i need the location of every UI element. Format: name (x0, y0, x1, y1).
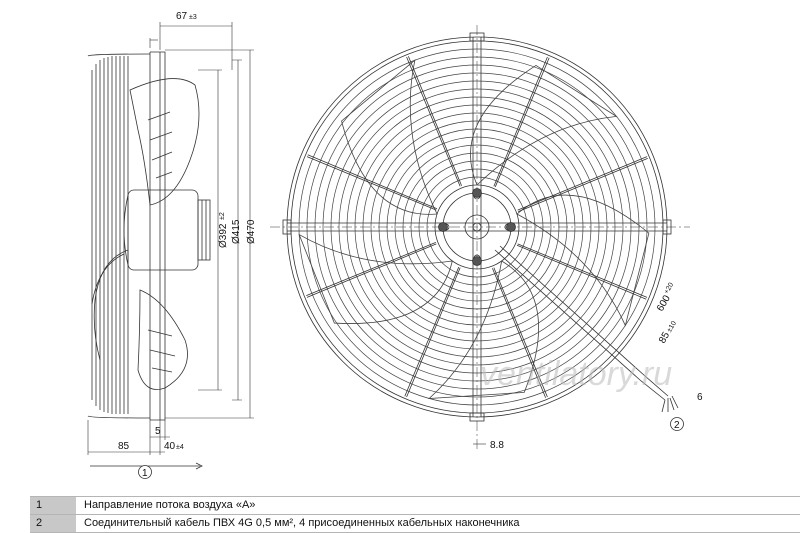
legend-text: Направление потока воздуха «А» (76, 497, 800, 514)
guard-ring (354, 104, 600, 350)
front-view (270, 25, 690, 450)
guard-ring (402, 152, 552, 302)
guard-ring (394, 144, 560, 310)
guard-ring (378, 128, 576, 326)
guard-ring (370, 120, 584, 334)
guard-spoke (406, 56, 461, 187)
fan-blade (428, 260, 540, 399)
guard-spoke (493, 56, 548, 187)
guard-ring (386, 136, 568, 318)
guard-spoke (404, 266, 460, 397)
guard-spoke (517, 156, 648, 211)
callout-1-circle (138, 465, 152, 479)
guard-ring (418, 168, 536, 286)
dim-d470: Ø470 (246, 219, 257, 244)
legend-row: 1 Направление потока воздуха «А» (30, 497, 800, 515)
dim-85-cable-tol: ±10 (666, 320, 678, 334)
dim-40: 40 (164, 441, 176, 452)
dim-67-tol: ±3 (189, 14, 197, 21)
guard-ring (338, 88, 616, 366)
dim-5: 5 (155, 426, 161, 437)
guard-spoke (517, 243, 648, 298)
callout-2: 2 (674, 420, 680, 431)
fan-blade (341, 59, 438, 215)
guard-spoke (518, 158, 648, 212)
guard-spoke (306, 156, 437, 211)
guard-ring (362, 112, 592, 342)
fan-blade (298, 233, 453, 324)
dim-8-8: 8.8 (490, 440, 504, 451)
dim-6: 6 (697, 392, 703, 403)
dim-d415: Ø415 (231, 219, 242, 244)
guard-spoke (494, 57, 550, 188)
dim-600-tol: +20 (663, 282, 675, 296)
fan-blade (516, 194, 650, 327)
guard-ring (314, 64, 640, 390)
legend-number: 2 (30, 515, 76, 532)
guard-spoke (306, 243, 437, 298)
dim-67: 67 (176, 11, 188, 22)
guard-spoke (492, 268, 546, 398)
dim-d392-tol: ±2 (219, 212, 226, 220)
guard-spoke (493, 267, 548, 398)
fan-technical-drawing: 67 ±3 Ø392 ±2 Ø415 Ø470 85 5 40 ±4 8.8 6… (87, 11, 703, 479)
legend-text: Соединительный кабель ПВХ 4G 0,5 мм², 4 … (76, 515, 800, 532)
watermark: ventilatory.ru (480, 355, 672, 393)
guard-spoke (408, 56, 462, 186)
guard-spoke (406, 267, 461, 398)
callout-1: 1 (142, 468, 148, 479)
dim-d392: Ø392 (218, 223, 229, 248)
guard-ring (346, 96, 608, 358)
guard-ring (426, 176, 528, 278)
fan-blade (470, 64, 618, 186)
guard-ring (330, 80, 624, 374)
dim-85-cable: 85 (657, 330, 672, 346)
guard-spoke (516, 244, 647, 300)
legend-row: 2 Соединительный кабель ПВХ 4G 0,5 мм², … (30, 515, 800, 533)
legend-number: 1 (30, 497, 76, 514)
dim-600: 600 (655, 293, 673, 313)
guard-spoke (306, 242, 436, 296)
callout-2-circle (670, 417, 684, 431)
guard-ring (410, 160, 544, 294)
dim-40-tol: ±4 (176, 444, 184, 451)
side-view (87, 22, 254, 470)
guard-ring (322, 72, 632, 382)
guard-ring (306, 56, 648, 398)
guard-ring (298, 48, 656, 406)
legend-table: 1 Направление потока воздуха «А» 2 Соеди… (30, 496, 800, 533)
guard-spoke (307, 154, 438, 210)
dim-85-left: 85 (118, 441, 130, 452)
